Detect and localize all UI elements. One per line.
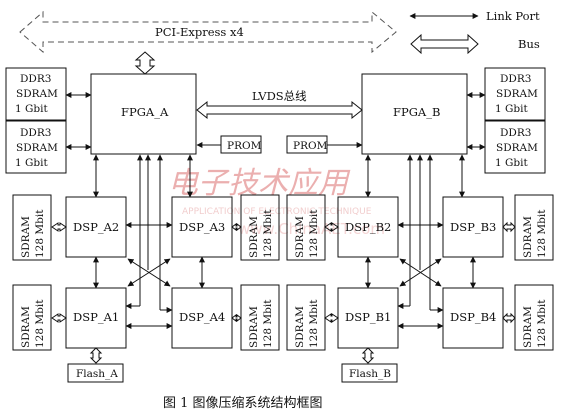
ddr3-b1: DDR3 SDRAM 1 Gbit (484, 67, 546, 121)
sdram-b3-line1: SDRAM (522, 216, 534, 258)
prom-a-label: PROM (227, 140, 262, 152)
ddr3-a1-line2: SDRAM (16, 88, 58, 100)
sdram-a2-line2: 128 Mbit (34, 209, 46, 258)
ddr3-a1: DDR3 SDRAM 1 Gbit (5, 67, 67, 121)
fpga-b-box (361, 73, 468, 155)
watermark-url: www.ChinaAET.com (238, 220, 385, 238)
lvds-label: LVDS总线 (252, 89, 307, 103)
ddr3-a2-line2: SDRAM (16, 142, 58, 154)
sdram-a4-line2: 128 Mbit (262, 299, 274, 348)
sdram-b4-line2: 128 Mbit (536, 299, 548, 348)
dsp-b3-label: DSP_B3 (450, 220, 496, 234)
lvds-bus: LVDS总线 (196, 89, 363, 120)
pcie-fpga-a-bus (134, 51, 156, 75)
dsp-b1-label: DSP_B1 (345, 310, 391, 324)
ddr3-b1-line2: SDRAM (496, 88, 538, 100)
watermark-chinese: 电子技术应用 (168, 166, 351, 201)
legend: Link Port Bus (409, 9, 540, 55)
ddr3-a1-line1: DDR3 (20, 73, 51, 85)
ddr3-b2-line1: DDR3 (500, 127, 531, 139)
sdram-b1-line1: SDRAM (294, 306, 306, 348)
flash-a-label: Flash_A (76, 368, 118, 380)
fpga-a-box (90, 73, 197, 155)
sdram-b1-line2: 128 Mbit (308, 299, 320, 348)
sdram-a1-line1: SDRAM (20, 306, 32, 348)
sdram-b2-line2: 128 Mbit (308, 209, 320, 258)
flash-b-label: Flash_B (349, 368, 391, 380)
ddr3-a2-line3: 1 Gbit (15, 157, 48, 169)
ddr3-b2-line2: SDRAM (496, 142, 538, 154)
flash-b-bus (361, 347, 375, 364)
sdram-a1-line2: 128 Mbit (34, 299, 46, 348)
fpga-b-label: FPGA_B (393, 105, 440, 119)
dsp-b4-label: DSP_B4 (450, 310, 496, 324)
ddr3-a1-line3: 1 Gbit (15, 103, 48, 115)
flash-b-box (341, 363, 398, 383)
link-ports-b (365, 154, 476, 329)
ddr3-b2-line3: 1 Gbit (495, 157, 528, 169)
legend-bus: Bus (518, 37, 540, 51)
pci-express-label: PCI-Express x4 (155, 25, 244, 39)
flash-a-bus (89, 347, 103, 364)
flash-a-box (67, 363, 124, 383)
bus-arrow-icon (410, 33, 479, 55)
ddr3-a2-line1: DDR3 (20, 127, 51, 139)
pci-express-bus: PCI-Express x4 (19, 10, 397, 54)
watermark-english: APPLICATION OF ELECTRONIC TECHNIQUE (182, 207, 372, 217)
sdram-bus-links (51, 221, 516, 324)
sdram-a3-line1: SDRAM (248, 216, 260, 258)
dsp-a1-label: DSP_A1 (73, 310, 119, 324)
sdram-a2-line1: SDRAM (20, 216, 32, 258)
link-ports-a (93, 154, 205, 329)
ddr3-b1-line3: 1 Gbit (495, 103, 528, 115)
dsp-a3-label: DSP_A3 (179, 220, 225, 234)
sdram-b4-line1: SDRAM (522, 306, 534, 348)
ddr3-b1-line1: DDR3 (500, 73, 531, 85)
legend-link-port: Link Port (486, 9, 540, 23)
fpga-a-label: FPGA_A (121, 105, 169, 119)
ddr3-a2: DDR3 SDRAM 1 Gbit (5, 120, 67, 174)
sdram-a4-line1: SDRAM (248, 306, 260, 348)
figure-caption: 图 1 图像压缩系统结构框图 (163, 395, 323, 411)
dsp-a4-label: DSP_A4 (179, 310, 225, 324)
sdram-a1-box (12, 284, 52, 351)
prom-b-label: PROM (293, 140, 328, 152)
dsp-a2-label: DSP_A2 (73, 220, 119, 234)
ddr3-b2: DDR3 SDRAM 1 Gbit (484, 120, 546, 174)
dsp-b2-label: DSP_B2 (345, 220, 391, 234)
sdram-a3-line2: 128 Mbit (262, 209, 274, 258)
sdram-b3-line2: 128 Mbit (536, 209, 548, 258)
sdram-a2-box (12, 194, 52, 261)
sdram-b2-line1: SDRAM (294, 216, 306, 258)
